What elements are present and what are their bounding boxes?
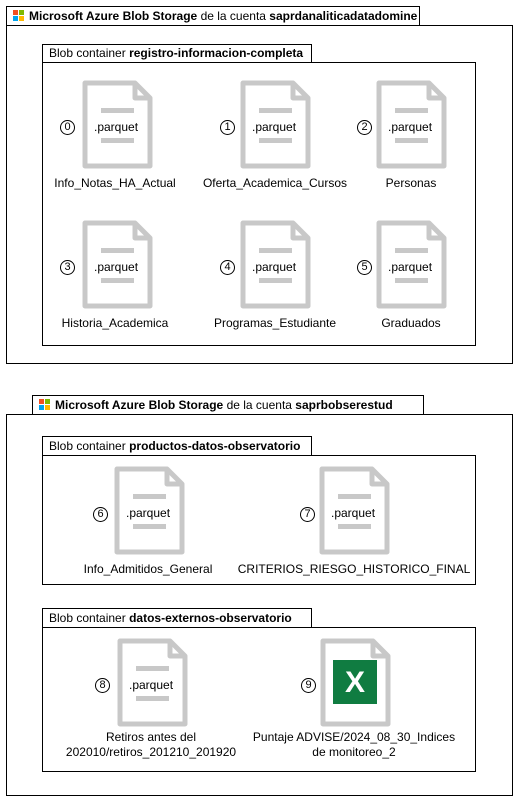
parquet-file-icon (82, 80, 153, 169)
file-index-badge: 3 (60, 260, 75, 275)
parquet-file-icon (117, 638, 188, 727)
parquet-file-icon (319, 466, 390, 555)
file-index-badge: 4 (220, 260, 235, 275)
file-name-label: Graduados (381, 316, 441, 330)
file-name-label: Oferta_Academica_Cursos (202, 176, 348, 190)
file-index-badge: 9 (301, 678, 316, 693)
parquet-file-icon (240, 80, 311, 169)
file-extension-label: .parquet (94, 120, 139, 134)
file-extension-label: .parquet (388, 120, 433, 134)
file-extension-label: .parquet (252, 120, 297, 134)
file-index-badge: 1 (220, 120, 235, 135)
file-index-badge: 6 (93, 507, 108, 522)
storage-account-title: Microsoft Azure Blob Storage de la cuent… (32, 395, 424, 415)
file-name-label: CRITERIOS_RIESGO_HISTORICO_FINAL (237, 562, 471, 576)
parquet-file-icon (376, 220, 447, 309)
file-extension-label: .parquet (94, 260, 139, 274)
file-extension-label: .parquet (129, 678, 174, 692)
file-extension-label: .parquet (252, 260, 297, 274)
file-name-label: Historia_Academica (61, 316, 169, 330)
microsoft-logo-icon (39, 399, 50, 410)
blob-container-panel (42, 627, 476, 772)
storage-account-title: Microsoft Azure Blob Storage de la cuent… (6, 6, 420, 26)
file-extension-label: .parquet (388, 260, 433, 274)
file-name-label: Personas (385, 176, 437, 190)
blob-container-title: Blob container registro-informacion-comp… (42, 44, 312, 63)
file-index-badge: 0 (60, 120, 75, 135)
file-index-badge: 7 (300, 507, 315, 522)
file-name-label: de monitoreo_2 (312, 745, 396, 759)
blob-container-title: Blob container productos-datos-observato… (42, 436, 312, 456)
file-index-badge: 8 (95, 678, 110, 693)
parquet-file-icon (82, 220, 153, 309)
parquet-file-icon (376, 80, 447, 169)
blob-container-title: Blob container datos-externos-observator… (42, 608, 312, 628)
file-name-label: Puntaje ADVISE/2024_08_30_Indices (252, 730, 456, 744)
excel-file-icon: X (320, 638, 391, 727)
parquet-file-icon (114, 466, 185, 555)
file-extension-label: .parquet (331, 506, 376, 520)
file-name-label: 202010/retiros_201210_201920 (65, 745, 237, 759)
parquet-file-icon (240, 220, 311, 309)
file-name-label: Programas_Estudiante (213, 316, 337, 330)
svg-text:X: X (345, 666, 365, 699)
file-name-label: Info_Notas_HA_Actual (54, 176, 176, 190)
file-index-badge: 5 (357, 260, 372, 275)
file-index-badge: 2 (357, 120, 372, 135)
file-name-label: Info_Admitidos_General (83, 562, 213, 576)
microsoft-logo-icon (13, 10, 24, 21)
blob-container-panel (42, 455, 476, 585)
file-name-label: Retiros antes del (105, 730, 197, 744)
file-extension-label: .parquet (126, 506, 171, 520)
